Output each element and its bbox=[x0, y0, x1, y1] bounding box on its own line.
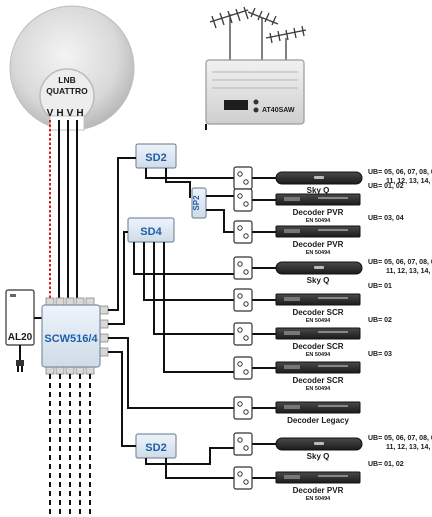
receiver-ub-line2: 11, 12, 13, 14, 15, 16 bbox=[386, 178, 432, 185]
wall-outlet bbox=[233, 432, 253, 456]
receiver-standard: EN 50494 bbox=[306, 250, 331, 256]
multiswitch-label: SCW516/4 bbox=[44, 333, 98, 345]
sky-q-receiver: Sky Q UB= 05, 06, 07, 08, 09, 10, 11, 12, … bbox=[275, 435, 432, 461]
receiver-ub-line1: UB= 02 bbox=[368, 317, 392, 324]
wall-outlets bbox=[233, 166, 253, 490]
splitter-sd4-mid: SD4 bbox=[127, 217, 175, 243]
splitter-bottom-label: SD2 bbox=[145, 442, 166, 454]
receiver-name: Decoder PVR bbox=[293, 240, 344, 249]
wall-outlet bbox=[233, 356, 253, 380]
lnb-cables bbox=[49, 120, 78, 300]
splitter-sd2-bottom: SD2 bbox=[135, 433, 177, 459]
receiver-ub-line1: UB= 03 bbox=[368, 351, 392, 358]
receiver-name: Decoder SCR bbox=[292, 342, 343, 351]
lnb-port-h2: H bbox=[76, 108, 83, 119]
wall-outlet bbox=[233, 220, 253, 244]
receiver-name: Sky Q bbox=[307, 452, 330, 461]
receiver-ub-line1: UB= 03, 04 bbox=[368, 215, 404, 222]
receiver-ub-line1: UB= 05, 06, 07, 08, 09, 10, bbox=[368, 435, 432, 442]
sky-q-receiver: Sky Q UB= 05, 06, 07, 08, 09, 10, 11, 12, … bbox=[275, 259, 432, 285]
lnb-label-line1: LNB bbox=[58, 75, 75, 85]
amplifier-model: AT40SAW bbox=[262, 107, 295, 114]
receiver-ub-line2: 11, 12, 13, 14, 15, 16 bbox=[386, 444, 432, 451]
receiver-name: Decoder Legacy bbox=[287, 416, 349, 425]
receiver-standard: EN 50494 bbox=[306, 218, 331, 224]
wall-outlet bbox=[233, 256, 253, 280]
sky-q-receiver: Sky Q UB= 05, 06, 07, 08, 09, 10, 11, 12, … bbox=[275, 169, 432, 195]
lnb-quattro: LNB QUATTRO V H V H bbox=[39, 68, 95, 131]
antenna-amplifier: AT40SAW bbox=[205, 59, 305, 125]
receiver-standard: EN 50494 bbox=[306, 496, 331, 502]
wall-outlet bbox=[233, 166, 253, 190]
receiver-ub-line1: UB= 05, 06, 07, 08, 09, 10, bbox=[368, 169, 432, 176]
lnb-port-v1: V bbox=[47, 108, 54, 119]
receiver-name: Decoder PVR bbox=[293, 208, 344, 217]
power-supply-label: AL20 bbox=[8, 332, 33, 343]
splitter-mid-label: SD4 bbox=[140, 226, 162, 238]
decoder-receiver: Decoder Legacy bbox=[275, 401, 361, 425]
splitter-sp2: SP2 bbox=[191, 187, 207, 219]
splitter-top-label: SD2 bbox=[145, 152, 166, 164]
receiver-name: Sky Q bbox=[307, 186, 330, 195]
receiver-ub-line1: UB= 01 bbox=[368, 283, 392, 290]
receiver-standard: EN 50494 bbox=[306, 352, 331, 358]
receiver-name: Sky Q bbox=[307, 276, 330, 285]
power-supply-al20: AL20 bbox=[5, 289, 42, 372]
splitter-sd2-top: SD2 bbox=[135, 143, 177, 169]
receivers: Sky Q UB= 05, 06, 07, 08, 09, 10, 11, 12, … bbox=[275, 169, 432, 502]
terrestrial-antennas bbox=[209, 6, 307, 62]
receiver-standard: EN 50494 bbox=[306, 386, 331, 392]
wall-outlet bbox=[233, 288, 253, 312]
receiver-name: Decoder SCR bbox=[292, 308, 343, 317]
receiver-ub-line2: 11, 12, 13, 14, 15, 16 bbox=[386, 268, 432, 275]
cascade-outputs bbox=[49, 374, 91, 517]
lnb-port-h1: H bbox=[56, 108, 63, 119]
wall-outlet bbox=[233, 322, 253, 346]
wall-outlet bbox=[233, 396, 253, 420]
distribution-cables bbox=[108, 157, 276, 479]
multiswitch-scw516-4: SCW516/4 bbox=[41, 297, 109, 375]
lnb-port-v2: V bbox=[67, 108, 74, 119]
wall-outlet bbox=[233, 466, 253, 490]
receiver-name: Decoder PVR bbox=[293, 486, 344, 495]
lnb-label-line2: QUATTRO bbox=[46, 86, 88, 96]
splitter-small-label: SP2 bbox=[192, 195, 201, 211]
receiver-name: Decoder SCR bbox=[292, 376, 343, 385]
receiver-ub-line1: UB= 05, 06, 07, 08, 09, 10, bbox=[368, 259, 432, 266]
wall-outlet bbox=[233, 188, 253, 212]
receiver-standard: EN 50494 bbox=[306, 318, 331, 324]
receiver-ub-line1: UB= 01, 02 bbox=[368, 183, 404, 190]
receiver-ub-line1: UB= 01, 02 bbox=[368, 461, 404, 468]
